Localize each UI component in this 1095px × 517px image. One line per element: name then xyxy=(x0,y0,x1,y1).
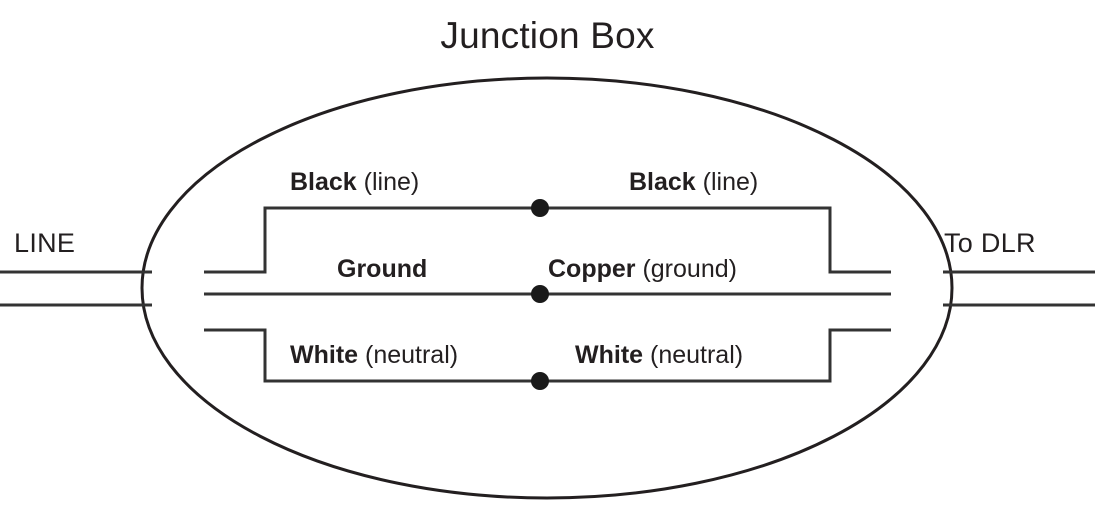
label-wire-ground-left: Ground xyxy=(337,257,427,282)
label-white-right-rest: (neutral) xyxy=(650,341,744,369)
label-wire-white-neutral-left: White (neutral) xyxy=(290,343,458,368)
label-black-right-bold: Black xyxy=(629,168,696,196)
wire-right-white-neutral xyxy=(540,328,891,383)
label-to-dlr: To DLR xyxy=(944,228,1036,258)
page-title: Junction Box xyxy=(440,15,655,56)
splice-dot-ground xyxy=(531,285,549,303)
label-black-left-bold: Black xyxy=(290,168,357,196)
label-wire-black-line-left: Black (line) xyxy=(290,170,419,195)
label-copper-right-rest: (ground) xyxy=(642,255,737,283)
wire-left-white-neutral xyxy=(204,328,540,383)
junction-box-enclosure-ellipse xyxy=(140,76,954,500)
label-line-source: LINE xyxy=(14,228,76,258)
label-white-right-bold: White xyxy=(575,341,644,369)
label-black-left-rest: (line) xyxy=(363,168,420,196)
label-copper-right-bold: Copper xyxy=(548,255,636,283)
label-wire-white-neutral-right: White (neutral) xyxy=(575,343,743,368)
splice-dot-black-line xyxy=(531,199,549,217)
label-wire-black-line-right: Black (line) xyxy=(629,170,758,195)
label-ground-left-bold: Ground xyxy=(337,255,428,283)
label-wire-copper-ground-right: Copper (ground) xyxy=(548,257,737,282)
label-black-right-rest: (line) xyxy=(702,168,759,196)
wire-left-black-line xyxy=(204,206,540,274)
splice-dot-white-neutral xyxy=(531,372,549,390)
label-white-left-bold: White xyxy=(290,341,359,369)
wire-right-black-line xyxy=(540,206,891,274)
label-white-left-rest: (neutral) xyxy=(365,341,459,369)
